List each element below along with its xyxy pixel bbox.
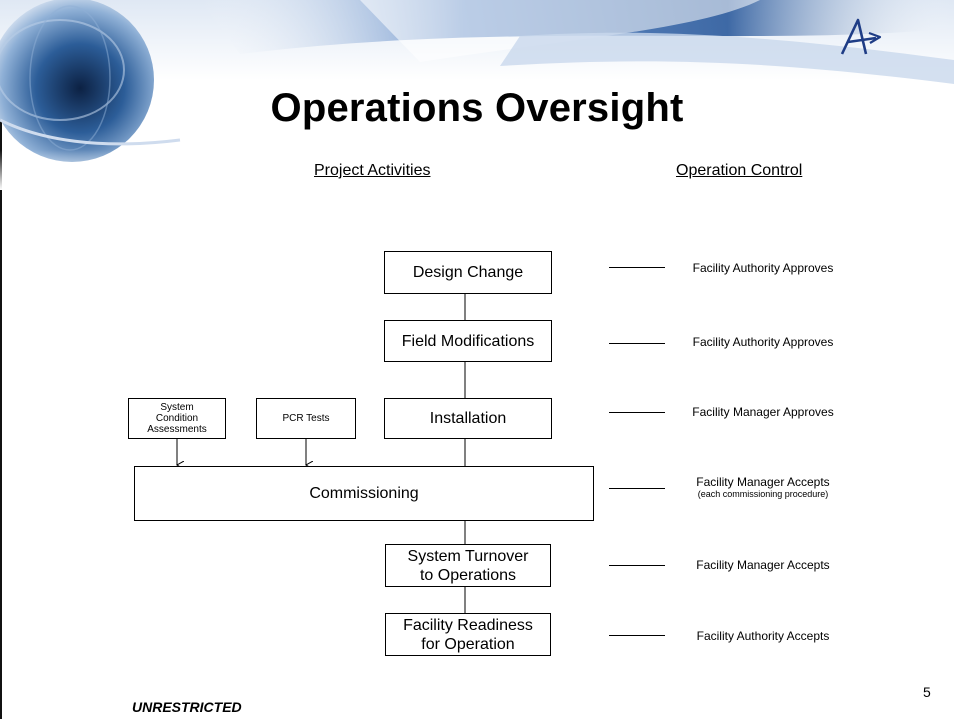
control-commissioning-note: (each commissioning procedure)	[697, 489, 829, 499]
pcr-tests-label: PCR Tests	[282, 413, 330, 424]
control-dash-system-turnover	[609, 565, 665, 566]
project-activities-heading: Project Activities	[314, 162, 431, 179]
system-condition-label-line2: Condition	[155, 413, 199, 424]
system-condition-label-line3: Assessments	[147, 424, 207, 435]
slide-title: Operations Oversight	[270, 86, 684, 130]
commissioning-box: Commissioning	[134, 466, 594, 521]
system-turnover-label-line1: System Turnover	[407, 547, 529, 565]
control-commissioning-label: Facility Manager Accepts	[696, 475, 830, 489]
classification-footer: UNRESTRICTED	[132, 699, 242, 715]
control-dash-commissioning	[609, 488, 665, 489]
control-dash-field-modifications	[609, 343, 665, 344]
header-banner	[0, 0, 954, 190]
system-turnover-label-line2: to Operations	[419, 566, 517, 584]
control-dash-design-change	[609, 267, 665, 268]
control-facility-readiness: Facility Authority Accepts	[696, 629, 830, 643]
system-turnover-box: System Turnover to Operations	[385, 544, 551, 587]
system-condition-label-line1: System	[160, 402, 194, 413]
installation-box: Installation	[384, 398, 552, 439]
slide-left-border	[0, 0, 2, 719]
facility-readiness-box: Facility Readiness for Operation	[385, 613, 551, 656]
control-installation: Facility Manager Approves	[692, 405, 834, 419]
company-logo-icon	[836, 16, 886, 58]
field-modifications-label: Field Modifications	[401, 332, 535, 350]
operation-control-heading: Operation Control	[676, 162, 803, 179]
page-number: 5	[923, 684, 931, 700]
design-change-box: Design Change	[384, 251, 552, 294]
system-condition-assessments-box: System Condition Assessments	[128, 398, 226, 439]
installation-label: Installation	[429, 410, 507, 427]
control-dash-facility-readiness	[609, 635, 665, 636]
commissioning-label: Commissioning	[309, 485, 419, 502]
field-modifications-box: Field Modifications	[384, 320, 552, 362]
facility-readiness-label-line1: Facility Readiness	[403, 616, 533, 634]
control-field-modifications: Facility Authority Approves	[692, 335, 834, 349]
design-change-label: Design Change	[412, 264, 524, 281]
facility-readiness-label-line2: for Operation	[421, 635, 515, 653]
control-design-change: Facility Authority Approves	[692, 261, 834, 275]
control-commissioning: Facility Manager Accepts (each commissio…	[663, 475, 863, 499]
control-system-turnover: Facility Manager Accepts	[696, 558, 830, 572]
control-dash-installation	[609, 412, 665, 413]
pcr-tests-box: PCR Tests	[256, 398, 356, 439]
